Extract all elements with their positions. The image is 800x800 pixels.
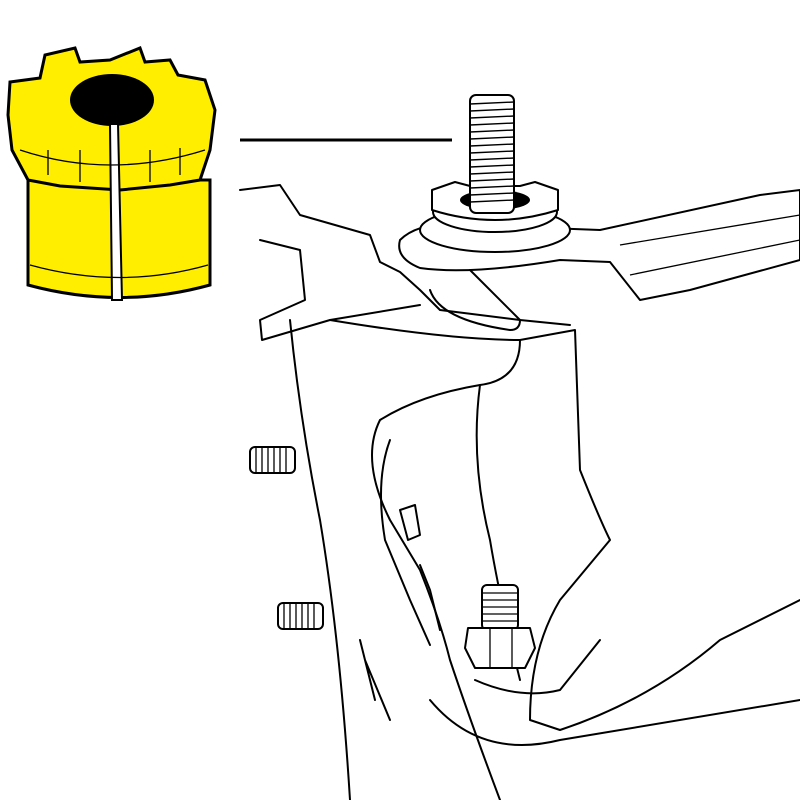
lower-bolt: [464, 584, 536, 669]
bushing-slot: [108, 123, 124, 301]
bushing-bore: [70, 74, 154, 126]
upper-ball-joint-stud: [469, 94, 515, 214]
frame-outline: [239, 184, 800, 800]
wheel-studs: [249, 446, 324, 630]
camber-bushing: [6, 46, 217, 301]
